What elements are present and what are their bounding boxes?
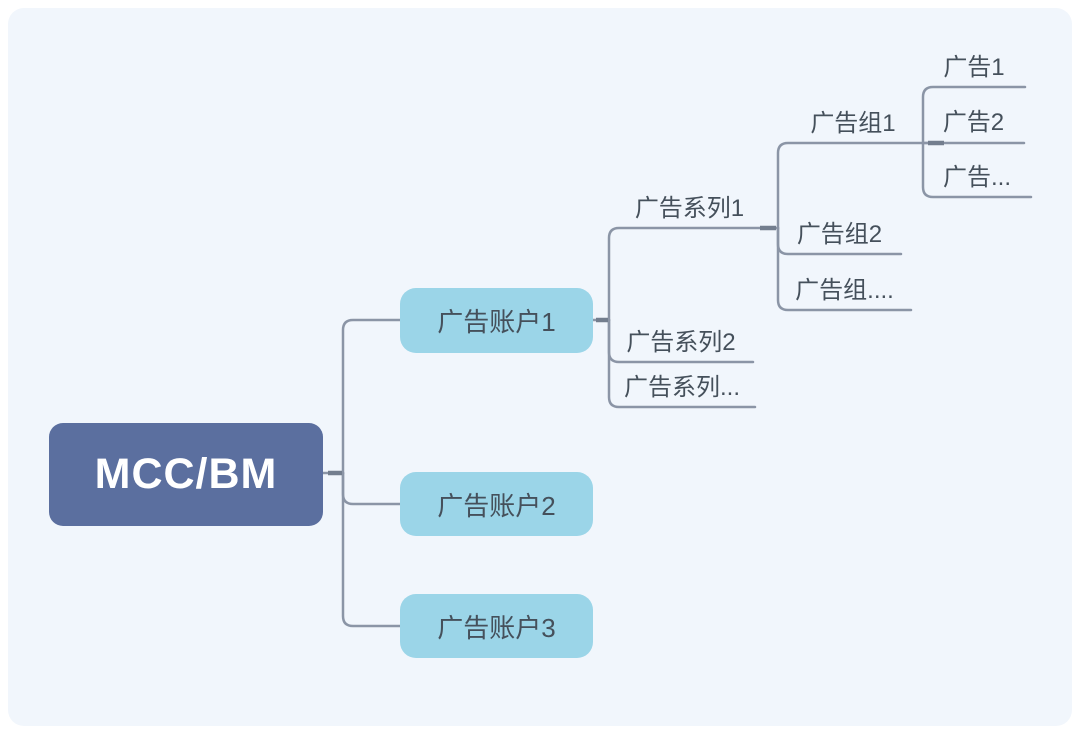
node-campaign-2[interactable]: 广告系列2	[626, 329, 736, 356]
node-ad-account-3-label: 广告账户3	[437, 612, 556, 643]
node-ad-account-1[interactable]: 广告账户1	[400, 288, 593, 353]
node-ad-1[interactable]: 广告1	[943, 54, 1005, 81]
node-ad-more[interactable]: 广告...	[942, 164, 1011, 191]
node-root-label: MCC/BM	[94, 450, 278, 498]
node-adgroup-2[interactable]: 广告组2	[796, 221, 883, 248]
node-ad-2[interactable]: 广告2	[942, 109, 1005, 136]
node-ad-account-1-label: 广告账户1	[437, 307, 556, 337]
node-root-mcc-bm[interactable]: MCC/BM	[49, 423, 323, 526]
node-ad-account-3[interactable]: 广告账户3	[400, 594, 593, 658]
node-ad-account-2-label: 广告账户2	[437, 490, 556, 521]
node-adgroup-1[interactable]: 广告组1	[810, 110, 896, 137]
node-campaign-1[interactable]: 广告系列1	[634, 195, 745, 222]
node-ad-account-2[interactable]: 广告账户2	[400, 472, 593, 536]
node-adgroup-more[interactable]: 广告组....	[795, 277, 894, 304]
node-campaign-more[interactable]: 广告系列...	[623, 374, 740, 401]
